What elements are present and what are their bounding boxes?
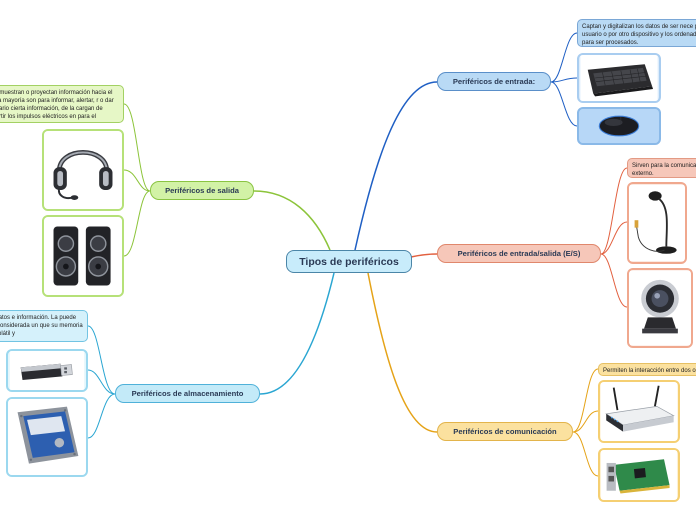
edge-alm-desc (87, 325, 116, 395)
edge-entrada-mouse (550, 81, 578, 127)
branch-entrada[interactable]: Periféricos de entrada: (437, 72, 551, 91)
network-card-icon (601, 450, 677, 500)
central-label: Tipos de periféricos (299, 255, 399, 268)
almacenamiento-description[interactable]: an datos e información. La puede ser con… (0, 310, 88, 342)
hard-drive-icon (8, 399, 86, 475)
edge-entrada-desc (550, 32, 578, 83)
branch-comunicacion[interactable]: Periféricos de comunicación (437, 422, 573, 441)
branch-comunicacion-label: Periféricos de comunicación (453, 427, 557, 436)
edge-central-comunicacion (367, 272, 438, 433)
usb-drive-icon (9, 351, 85, 390)
edge-com-router (572, 410, 599, 433)
microphone-image[interactable] (627, 182, 687, 264)
branch-salida[interactable]: Periféricos de salida (150, 181, 254, 200)
router-image[interactable] (598, 380, 680, 443)
branch-entrada-salida-label: Periféricos de entrada/salida (E/S) (457, 249, 581, 258)
hard-drive-image[interactable] (6, 397, 88, 477)
edge-com-desc (572, 368, 599, 433)
keyboard-image[interactable] (577, 53, 661, 103)
webcam-image[interactable] (627, 268, 693, 348)
edge-salida-desc (123, 103, 151, 192)
headphones-image[interactable] (42, 129, 124, 211)
webcam-icon (629, 270, 691, 346)
comunicacion-description[interactable]: Permiten la interacción entre dos o (598, 363, 696, 376)
headphones-icon (44, 131, 122, 209)
keyboard-icon (580, 55, 658, 101)
entrada-salida-description[interactable]: Sirven para la comunicac externo. (627, 158, 696, 178)
branch-almacenamiento-label: Periféricos de almacenamiento (131, 389, 244, 398)
edge-salida-headphones (123, 169, 151, 192)
mouse-image[interactable] (577, 107, 661, 145)
usb-drive-image[interactable] (6, 349, 88, 392)
edge-entrada-keyboard (550, 77, 578, 83)
edge-central-entrada (354, 81, 438, 251)
edge-central-almacenamiento (259, 272, 335, 395)
branch-almacenamiento[interactable]: Periféricos de almacenamiento (115, 384, 260, 403)
edge-central-entrada-salida (410, 253, 438, 258)
edge-salida-speakers (123, 190, 151, 257)
branch-entrada-salida[interactable]: Periféricos de entrada/salida (E/S) (437, 244, 601, 263)
microphone-icon (629, 184, 685, 262)
edge-alm-usb (87, 369, 116, 395)
network-card-image[interactable] (598, 448, 680, 502)
branch-entrada-label: Periféricos de entrada: (452, 77, 536, 86)
edge-com-card (572, 431, 599, 477)
edge-es-desc (600, 167, 628, 255)
central-node[interactable]: Tipos de periféricos (286, 250, 412, 273)
mouse-icon (581, 109, 657, 143)
branch-salida-label: Periféricos de salida (165, 186, 239, 195)
entrada-description[interactable]: Captan y digitalizan los datos de ser ne… (577, 19, 696, 47)
router-icon (600, 382, 678, 441)
edge-central-salida (253, 190, 331, 251)
edge-es-webcam (600, 253, 628, 308)
edge-es-mic (600, 221, 628, 255)
speakers-icon (44, 217, 122, 295)
speakers-image[interactable] (42, 215, 124, 297)
salida-description[interactable]: s que muestran o proyectan información h… (0, 85, 124, 123)
edge-alm-hdd (87, 393, 116, 439)
